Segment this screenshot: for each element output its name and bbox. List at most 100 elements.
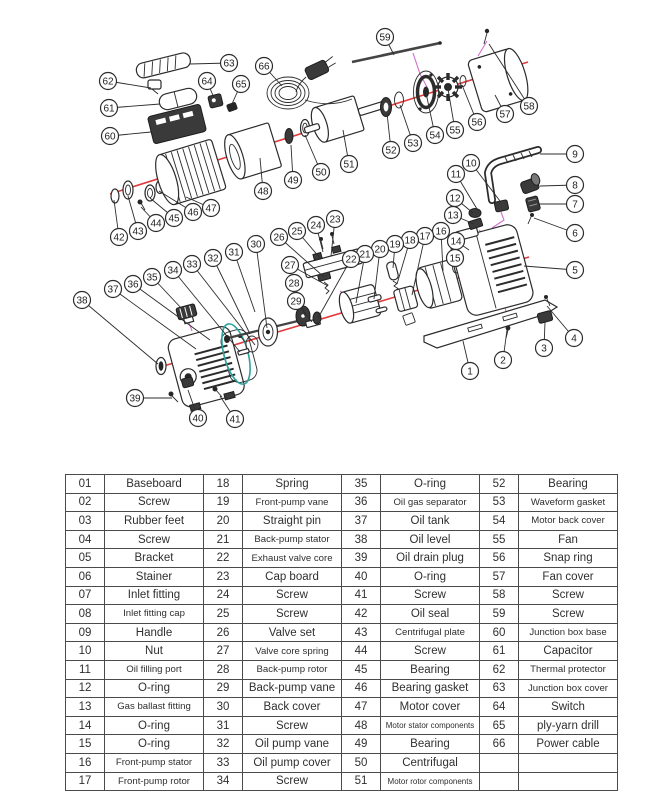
part-number-cell: 03 <box>65 511 105 531</box>
callout-number-27: 27 <box>284 260 296 271</box>
callout-number-44: 44 <box>150 218 162 229</box>
part-name-cell: Front-pump rotor <box>104 771 204 792</box>
feet-screws-39-41 <box>168 376 223 403</box>
part-name-cell: Gas ballast fitting <box>104 697 204 717</box>
part-name-cell: Screw <box>242 604 342 624</box>
part-number-cell: 21 <box>203 529 243 550</box>
callout-number-54: 54 <box>429 130 441 141</box>
callout-number-57: 57 <box>499 109 511 120</box>
callout-bubble-27 <box>280 255 300 275</box>
callout-bubble-43 <box>128 221 148 241</box>
inlet-fitting-part <box>525 195 541 213</box>
callout-number-14: 14 <box>450 236 462 247</box>
callout-bubble-66 <box>254 56 274 76</box>
callout-bubble-30 <box>246 234 266 254</box>
handle-part <box>483 146 542 204</box>
part-name-cell: Oil level <box>380 529 480 550</box>
callout-bubble-60 <box>100 126 120 146</box>
part-number-cell: 01 <box>65 474 105 494</box>
callout-number-64: 64 <box>201 76 213 87</box>
part-name-cell: Bearing gasket <box>380 678 480 699</box>
ply-yarn-drill-part <box>226 102 238 112</box>
callout-bubble-47 <box>201 198 221 218</box>
callout-number-39: 39 <box>129 393 141 404</box>
part-number-cell: 55 <box>479 529 519 550</box>
callout-number-5: 5 <box>572 265 578 276</box>
part-name-cell: Oil filling port <box>104 659 204 680</box>
part-number-cell: 46 <box>341 678 381 699</box>
callout-number-47: 47 <box>205 203 217 214</box>
callout-number-42: 42 <box>113 232 125 243</box>
part-number-cell: 61 <box>479 641 519 661</box>
callout-bubble-53 <box>403 133 423 153</box>
part-number-cell: 15 <box>65 734 105 754</box>
part-name-cell: Back-pump vane <box>242 678 342 699</box>
inlet-fitting-cap-part <box>520 173 541 194</box>
callout-bubble-22 <box>341 249 361 269</box>
callout-number-61: 61 <box>103 103 115 114</box>
part-number-cell: 65 <box>479 715 519 736</box>
thermal-protector-part <box>147 79 162 95</box>
part-name-cell: Junction box base <box>518 622 618 643</box>
pins-and-spring-17-20 <box>367 261 419 326</box>
callout-number-65: 65 <box>235 79 247 90</box>
part-number-cell: 34 <box>203 771 243 792</box>
part-name-cell: O-ring <box>380 474 480 494</box>
part-name-cell: Snap ring <box>518 548 618 568</box>
callout-number-32: 32 <box>207 253 219 264</box>
part-name-cell <box>518 771 618 792</box>
callout-number-19: 19 <box>389 239 401 250</box>
callout-number-20: 20 <box>374 244 386 255</box>
callout-number-50: 50 <box>315 167 327 178</box>
part-name-cell: ply-yarn drill <box>518 715 618 736</box>
part-name-cell: Junction box cover <box>518 678 618 699</box>
part-number-cell: 07 <box>65 585 105 606</box>
callout-leader-34 <box>172 269 241 353</box>
back-pump-rotor-vane-parts <box>295 305 321 329</box>
callout-number-51: 51 <box>343 159 355 170</box>
part-number-cell: 66 <box>479 734 519 754</box>
callout-bubble-6 <box>565 223 585 243</box>
callout-bubble-55 <box>445 120 465 140</box>
part-number-cell: 08 <box>65 604 105 624</box>
part-name-cell: Screw <box>380 641 480 661</box>
callout-bubble-54 <box>425 125 445 145</box>
part-name-cell <box>518 752 618 773</box>
part-name-cell: Back cover <box>242 697 342 717</box>
callout-leader-32 <box>212 257 251 335</box>
part-number-cell: 57 <box>479 566 519 587</box>
callout-leader-17 <box>411 235 426 296</box>
part-name-cell: Screw <box>380 585 480 606</box>
part-name-cell: Motor stator components <box>380 715 480 736</box>
part-number-cell: 62 <box>479 659 519 680</box>
part-number-cell: 48 <box>341 715 381 736</box>
callout-number-35: 35 <box>146 272 158 283</box>
part-number-cell: 40 <box>341 566 381 587</box>
callout-bubble-40 <box>188 408 208 428</box>
motor-rotor-part <box>303 95 387 143</box>
callout-bubble-52 <box>381 140 401 160</box>
screw-6-part <box>527 213 534 225</box>
callout-number-17: 17 <box>419 231 431 242</box>
callout-number-60: 60 <box>104 131 116 142</box>
part-name-cell: Front-pump vane <box>242 492 342 513</box>
callout-leader-22 <box>317 258 352 319</box>
exploded-diagram: 1234567891011121314151617181920212223242… <box>72 27 585 429</box>
part-number-cell: 04 <box>65 529 105 550</box>
part-number-cell: 45 <box>341 659 381 680</box>
callout-bubble-8 <box>565 175 585 195</box>
callout-number-2: 2 <box>500 355 506 366</box>
callout-number-38: 38 <box>76 295 88 306</box>
part-number-cell: 19 <box>203 492 243 513</box>
part-name-cell: Back-pump stator <box>242 529 342 550</box>
part-name-cell: Bearing <box>518 474 618 494</box>
rubber-foot-3-part <box>536 310 554 324</box>
part-number-cell: 35 <box>341 474 381 494</box>
